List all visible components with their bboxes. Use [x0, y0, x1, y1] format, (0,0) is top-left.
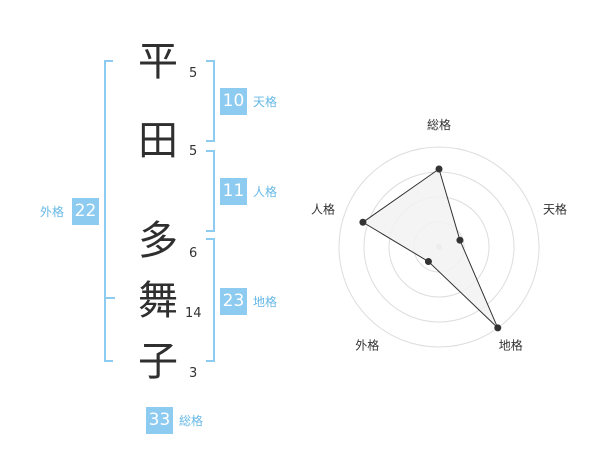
chikaku-bracket: [206, 238, 215, 362]
chikaku-value-badge: 23: [220, 288, 247, 315]
radar-point-4: [424, 258, 432, 266]
name-char-5: 子: [138, 339, 178, 385]
radar-point-2: [456, 236, 464, 244]
radar-point-1: [435, 165, 443, 173]
jinkaku-bracket: [206, 150, 215, 232]
radar-point-5: [359, 218, 367, 226]
stroke-count-2: 5: [189, 144, 198, 159]
name-char-2: 田: [138, 118, 178, 164]
radar-axis-label-4: 外格: [355, 338, 379, 353]
gaikaku-split-tick: [106, 297, 115, 299]
stroke-count-1: 5: [189, 66, 198, 81]
radar-ring: [338, 146, 540, 348]
name-char-4: 舞: [138, 278, 178, 324]
chikaku-label: 地格: [253, 295, 278, 309]
stroke-count-3: 6: [189, 246, 198, 261]
radar-axis-label-3: 地格: [499, 338, 523, 353]
tenkaku-value-badge: 10: [220, 88, 247, 115]
jinkaku-label: 人格: [253, 185, 278, 199]
jinkaku-value-badge: 11: [220, 178, 247, 205]
name-char-3: 多: [138, 218, 178, 264]
radar-point-3: [494, 324, 502, 332]
radar-axis-label-1: 総格: [427, 117, 451, 132]
soukaku-value-badge: 33: [146, 407, 173, 434]
gaikaku-value-badge: 22: [72, 198, 99, 225]
radar-axis-label-5: 人格: [311, 201, 335, 216]
name-char-1: 平: [138, 39, 178, 85]
tenkaku-bracket: [206, 60, 215, 142]
soukaku-label: 総格: [179, 414, 204, 428]
radar-axis-label-2: 天格: [543, 201, 567, 216]
tenkaku-label: 天格: [253, 95, 278, 109]
gaikaku-label: 外格: [40, 205, 65, 219]
radar-area: [361, 168, 499, 329]
stroke-count-4: 14: [185, 306, 202, 321]
gaikaku-bracket: [104, 60, 113, 362]
stroke-count-5: 3: [189, 366, 198, 381]
